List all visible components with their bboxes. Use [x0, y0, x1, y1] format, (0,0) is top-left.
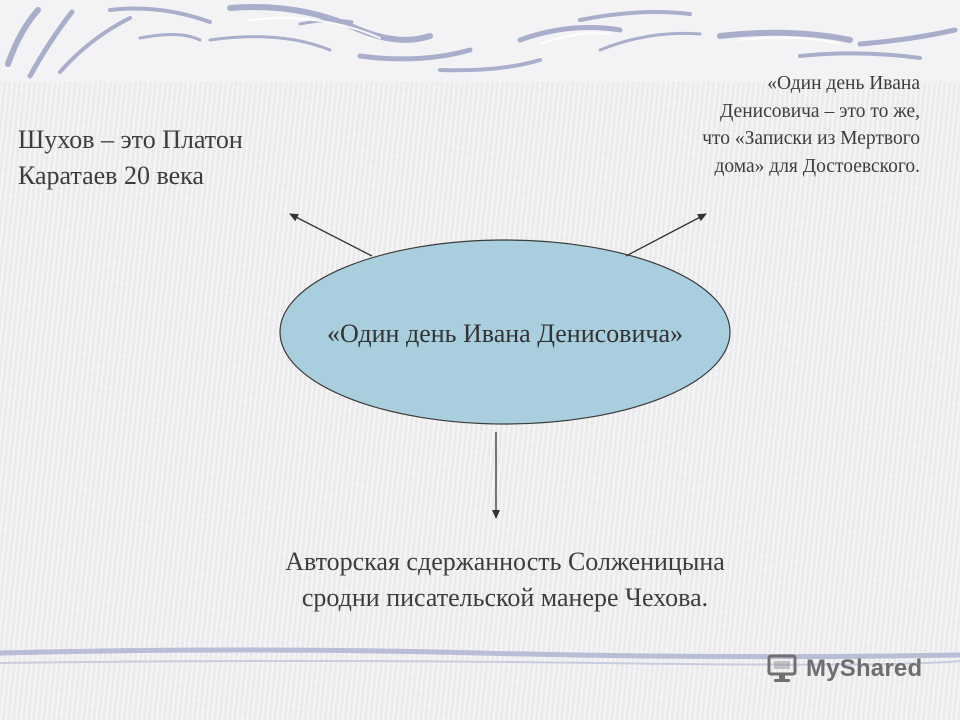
myshared-watermark: MyShared [766, 652, 922, 686]
decorative-top-band [0, 0, 960, 82]
computer-monitor-icon [767, 654, 797, 682]
arrow-to-left-note [289, 213, 373, 257]
arrow-to-right-note [625, 213, 707, 257]
right-note: «Один день Ивана Денисовича – это то же,… [702, 73, 920, 177]
central-label: «Один день Ивана Денисовича» [326, 319, 683, 348]
decorative-bottom-band [0, 647, 960, 666]
watermark-text: MyShared [806, 655, 923, 682]
left-note: Шухов – это Платон Каратаев 20 века [18, 125, 243, 190]
central-ellipse [279, 239, 731, 425]
bottom-note: Авторская сдержанность Солженицына сродн… [285, 547, 725, 612]
